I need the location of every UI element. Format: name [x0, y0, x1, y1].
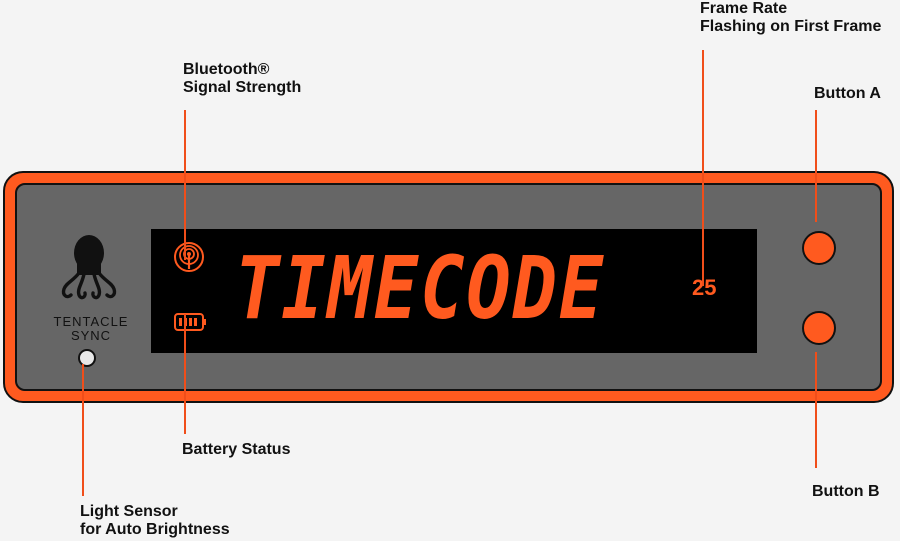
timecode-readout: TIMECODE: [235, 239, 605, 339]
device-frame: TENTACLE SYNC TIMECODE: [3, 171, 894, 403]
octopus-logo-icon: [61, 235, 117, 300]
callout-button-a: Button A: [814, 85, 881, 103]
callout-bluetooth: Bluetooth® Signal Strength: [183, 61, 301, 97]
display-screen: TIMECODE 25: [151, 229, 757, 353]
leader-bluetooth: [184, 110, 186, 260]
callout-button-b-text: Button B: [812, 483, 880, 500]
callout-frame-rate-line2: Flashing on First Frame: [700, 18, 882, 35]
callout-frame-rate: Frame Rate Flashing on First Frame: [700, 0, 881, 36]
bluetooth-signal-icon: [174, 242, 204, 272]
battery-icon: [174, 313, 206, 331]
callout-bluetooth-line2: Signal Strength: [183, 79, 302, 96]
callout-button-a-text: Button A: [814, 85, 881, 102]
leader-light-sensor: [82, 364, 84, 496]
callout-light-sensor: Light Sensor for Auto Brightness: [80, 503, 230, 539]
callout-battery: Battery Status: [182, 441, 290, 459]
brand-subname: SYNC: [70, 328, 112, 343]
button-a[interactable]: [802, 231, 836, 265]
leader-button-a: [815, 110, 817, 222]
light-sensor: [78, 349, 96, 367]
callout-light-sensor-line1: Light Sensor: [80, 503, 178, 520]
callout-light-sensor-line2: for Auto Brightness: [80, 521, 230, 538]
button-b[interactable]: [802, 311, 836, 345]
brand-name: TENTACLE: [53, 314, 129, 329]
callout-button-b: Button B: [812, 483, 880, 501]
leader-frame-rate: [702, 50, 704, 286]
callout-frame-rate-line1: Frame Rate: [700, 0, 788, 17]
leader-battery: [184, 314, 186, 434]
callout-battery-text: Battery Status: [182, 441, 291, 458]
leader-button-b: [815, 352, 817, 468]
frame-rate-readout: 25: [692, 275, 717, 300]
callout-bluetooth-line1: Bluetooth®: [183, 61, 270, 78]
device-panel: TENTACLE SYNC TIMECODE: [15, 183, 882, 391]
